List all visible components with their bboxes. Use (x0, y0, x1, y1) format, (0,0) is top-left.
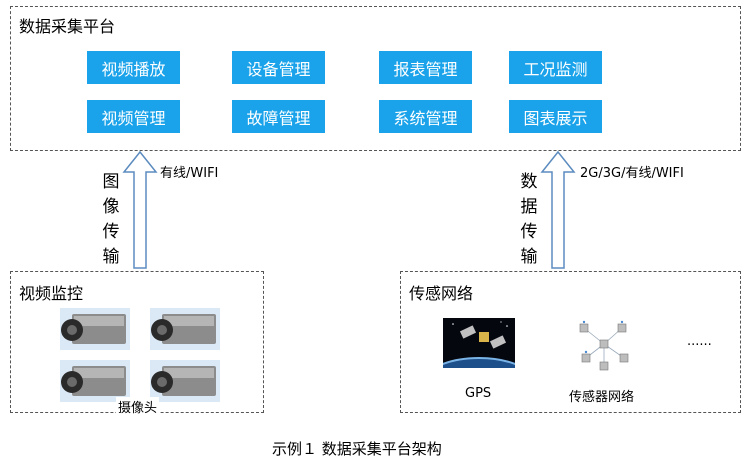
video-monitoring-box: 视频监控 (10, 271, 264, 413)
right-upload-arrow (540, 150, 576, 269)
module-device-management: 设备管理 (232, 51, 325, 84)
gps-label: GPS (465, 386, 492, 401)
platform-title: 数据采集平台 (19, 17, 116, 36)
module-video-playback: 视频播放 (87, 51, 180, 84)
camera-icon (60, 308, 130, 350)
right-link-type: 2G/3G/有线/WIFI (580, 166, 684, 181)
figure-caption: 示例１ 数据采集平台架构 (272, 440, 442, 458)
module-fault-management: 故障管理 (232, 100, 325, 133)
sensor-network-label: 传感器网络 (569, 390, 635, 405)
more-ellipsis: ...... (687, 334, 712, 349)
module-video-management: 视频管理 (87, 100, 180, 133)
right-vertical-label: 数据传输 (520, 172, 538, 267)
left-upload-arrow (122, 150, 158, 269)
left-link-type: 有线/WIFI (160, 166, 219, 181)
gps-satellite-icon (443, 318, 515, 368)
camera-icon (150, 308, 220, 350)
module-system-management: 系统管理 (379, 100, 472, 133)
video-monitoring-title: 视频监控 (19, 284, 84, 303)
camera-icon (150, 360, 220, 402)
module-chart-display: 图表展示 (509, 100, 602, 133)
sensor-network-icon (579, 320, 629, 371)
sensor-network-title: 传感网络 (409, 284, 474, 303)
camera-label: 摄像头 (116, 397, 160, 416)
module-condition-monitoring: 工况监测 (509, 51, 602, 84)
module-report-management: 报表管理 (379, 51, 472, 84)
left-vertical-label: 图像传输 (102, 172, 120, 267)
camera-icon (60, 360, 130, 402)
